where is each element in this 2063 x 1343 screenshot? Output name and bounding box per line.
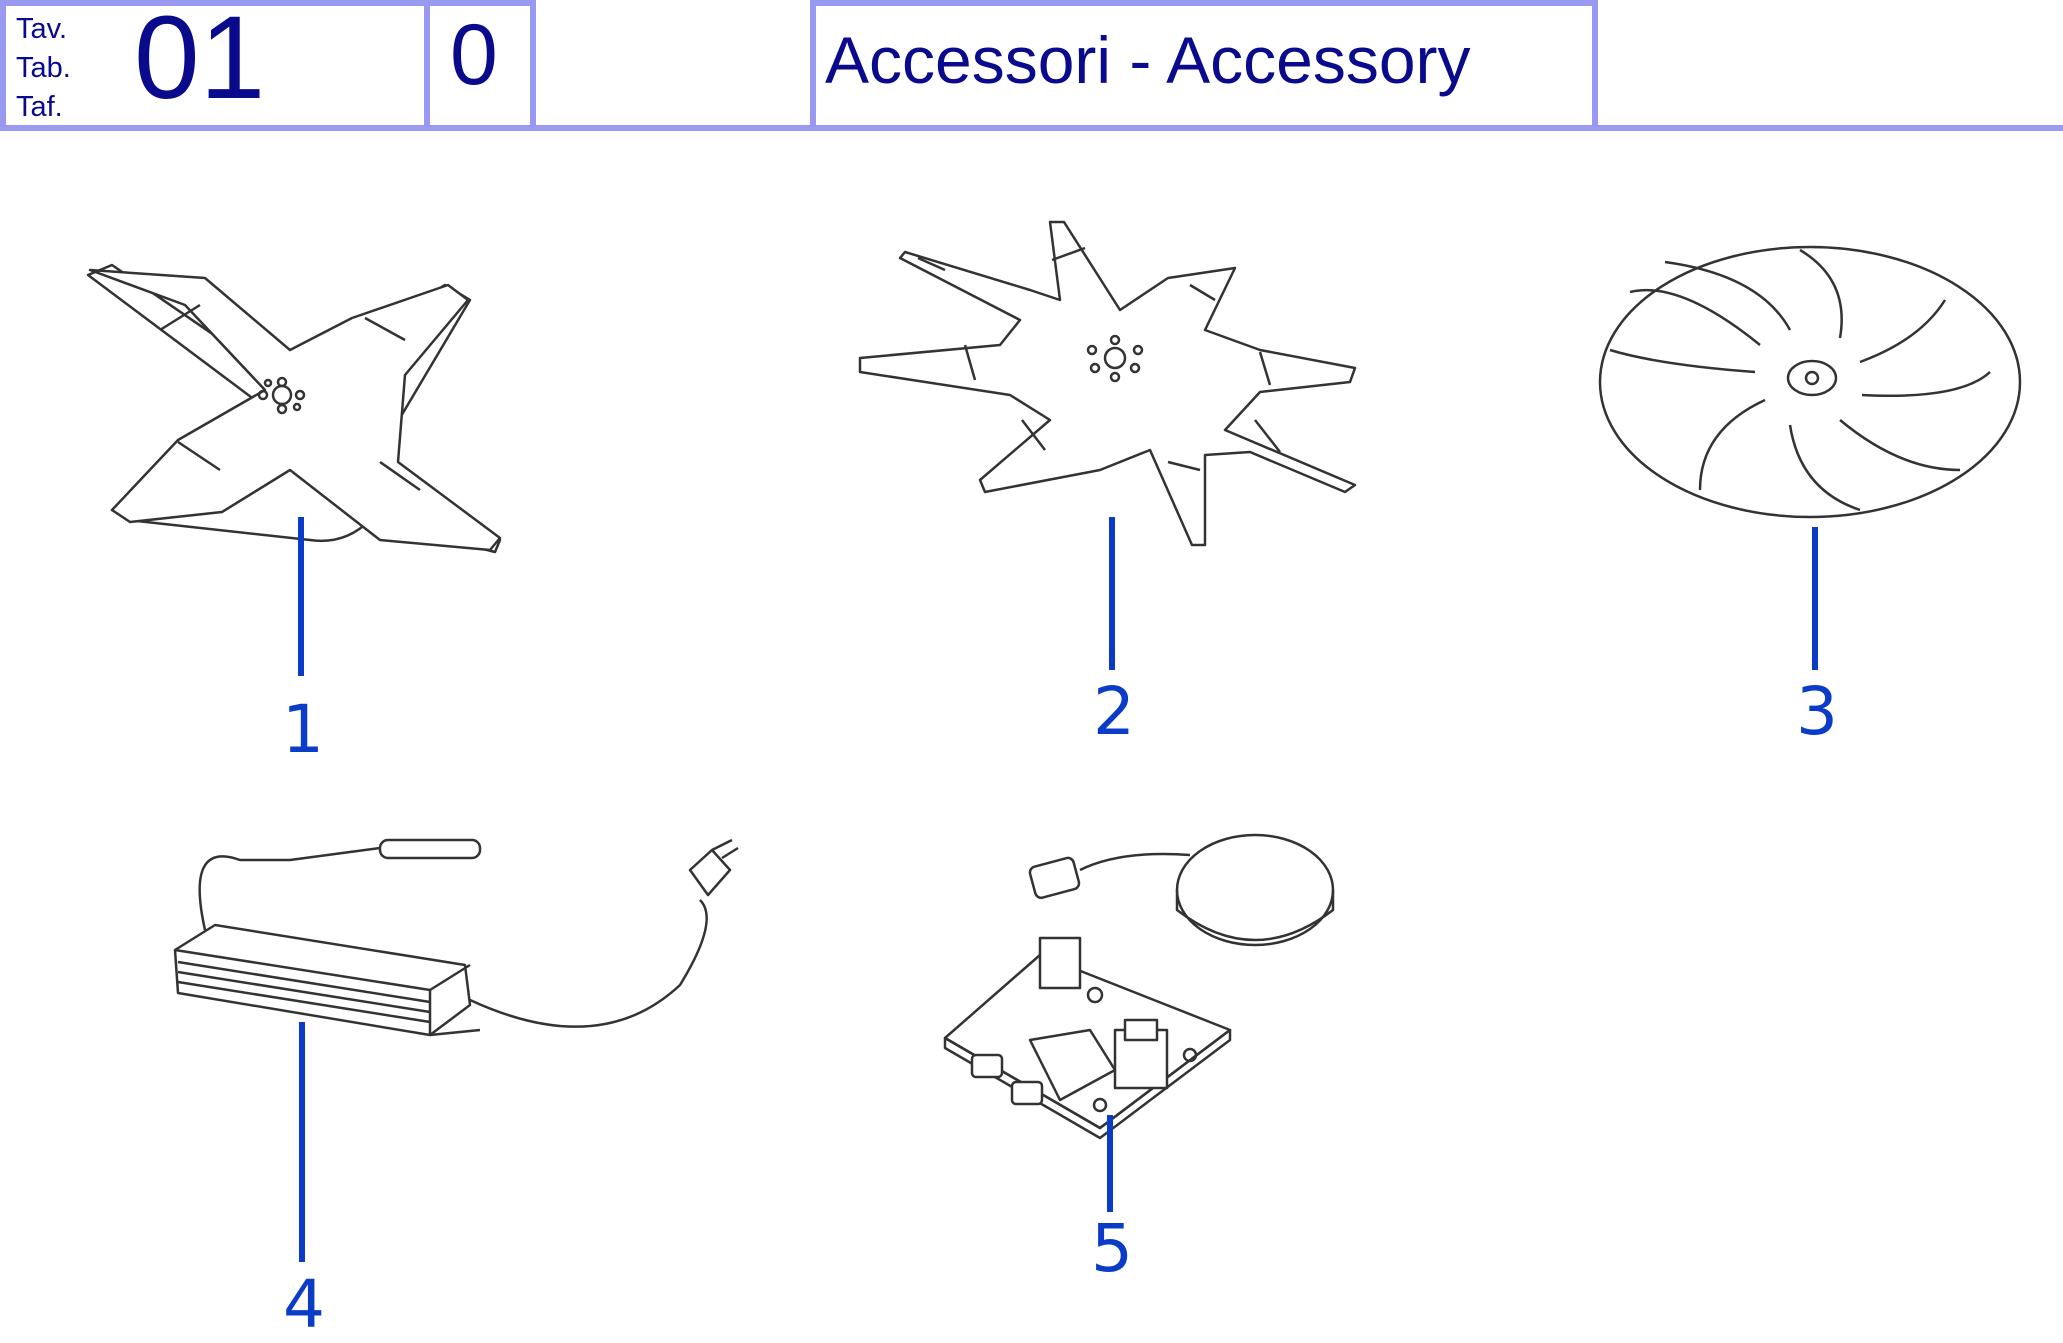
spiral-disc-blade-icon (1598, 245, 2022, 519)
table-label-tav: Tav. (16, 13, 68, 45)
variant-box (424, 0, 536, 131)
header-rule (1592, 125, 2063, 131)
page-title: Accessori - Accessory (825, 23, 1471, 97)
callout-number-4: 4 (283, 1266, 325, 1343)
callout-number-1: 1 (282, 691, 324, 768)
callout-number-2: 2 (1093, 673, 1135, 750)
table-labels: Tav. Tab. Taf. (16, 10, 71, 127)
four-arm-blade-icon (86, 263, 502, 554)
eight-point-star-blade-icon (858, 220, 1357, 547)
power-supply-icon (173, 838, 739, 1037)
table-number: 01 (134, 0, 266, 124)
variant-number: 0 (450, 7, 498, 103)
callout-number-5: 5 (1091, 1210, 1133, 1287)
title-box (810, 0, 1598, 131)
callout-number-3: 3 (1796, 673, 1838, 750)
table-label-tab: Tab. (16, 52, 71, 84)
circuit-board-sensor-icon (943, 833, 1335, 1140)
table-label-taf: Taf. (16, 91, 63, 123)
spacer-box (530, 125, 820, 131)
table-number-box: Tav. Tab. Taf. 01 (0, 0, 430, 131)
